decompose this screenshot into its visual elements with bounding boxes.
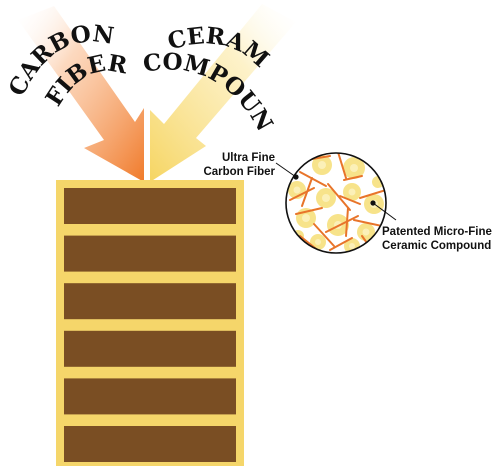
composite-layer xyxy=(64,330,236,367)
magnified-circle-outline xyxy=(285,152,387,254)
composite-layer xyxy=(64,283,236,320)
magnified-view xyxy=(285,152,387,254)
carbon-fiber-arrow xyxy=(18,6,144,182)
composite-layer xyxy=(64,235,236,272)
layer-stack xyxy=(56,180,244,466)
stack-frame xyxy=(56,180,244,466)
fiber-callout-line2: Carbon Fiber xyxy=(203,166,275,178)
ceramic-callout: Patented Micro-Fine Ceramic Compound xyxy=(372,202,492,252)
fiber-callout: Ultra Fine Carbon Fiber xyxy=(203,152,297,178)
ceramic-callout-line2: Ceramic Compound xyxy=(382,240,491,252)
ceramic-callout-line1: Patented Micro-Fine xyxy=(382,226,492,238)
composite-layer xyxy=(64,378,236,415)
ceramic-particles xyxy=(288,155,384,253)
composite-layer xyxy=(64,426,236,462)
ceramic-compound-arrow xyxy=(150,4,296,182)
fiber-callout-line1: Ultra Fine xyxy=(222,152,275,164)
composite-layer xyxy=(64,188,236,224)
